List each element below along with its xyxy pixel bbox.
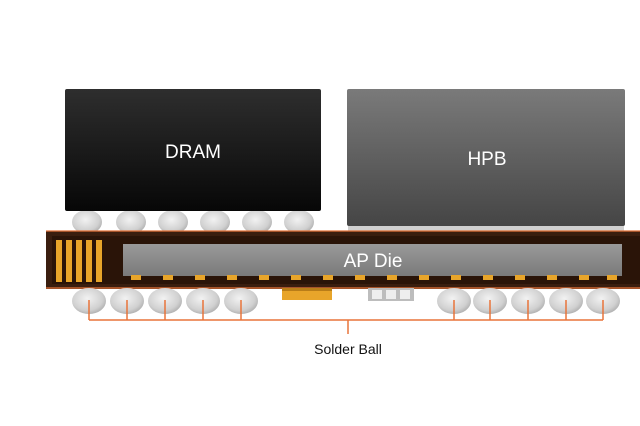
solder-ball bbox=[116, 210, 146, 234]
solder-ball bbox=[284, 210, 314, 234]
solder-ball-callout bbox=[88, 300, 604, 334]
solder-ball bbox=[158, 210, 188, 234]
solder-ball-label: Solder Ball bbox=[314, 341, 382, 357]
die-bumps bbox=[131, 275, 617, 280]
ap-die-label: AP Die bbox=[344, 251, 403, 272]
gold-edge-contacts bbox=[56, 240, 102, 282]
dram-chip bbox=[65, 89, 321, 211]
package-solder-balls bbox=[72, 288, 620, 314]
solder-ball bbox=[72, 210, 102, 234]
bottom-passive-array bbox=[368, 288, 414, 301]
solder-ball bbox=[200, 210, 230, 234]
hpb-chip bbox=[347, 89, 625, 226]
dram-label: DRAM bbox=[165, 142, 221, 163]
ap-die bbox=[123, 244, 622, 276]
hpb-label: HPB bbox=[467, 149, 506, 170]
dram-solder-balls bbox=[72, 210, 314, 234]
bottom-capacitor bbox=[282, 288, 332, 300]
solder-ball bbox=[242, 210, 272, 234]
